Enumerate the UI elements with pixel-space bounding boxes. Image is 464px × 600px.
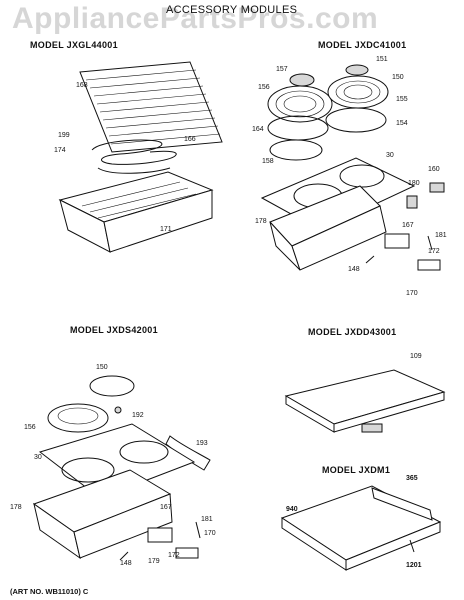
grill-grate [79, 61, 223, 153]
callout-148-disk: 148 [120, 560, 132, 567]
callout-178-disk: 178 [10, 504, 22, 511]
callout-150: 150 [392, 74, 404, 81]
coil-module-drawing [260, 64, 445, 271]
callout-155: 155 [396, 96, 408, 103]
callout-193: 193 [196, 440, 208, 447]
callout-109: 109 [410, 353, 422, 360]
callout-199: 199 [58, 132, 70, 139]
callout-171: 171 [160, 226, 172, 233]
model-label-grill: MODEL JXGL44001 [30, 40, 118, 50]
callout-151: 151 [376, 56, 388, 63]
callout-148-coil: 148 [348, 266, 360, 273]
callout-178-coil: 178 [255, 218, 267, 225]
callout-154: 154 [396, 120, 408, 127]
callout-167-coil: 167 [402, 222, 414, 229]
callout-170-coil: 170 [406, 290, 418, 297]
callout-940: 940 [286, 506, 298, 513]
callout-150-disk: 150 [96, 364, 108, 371]
watermark-text: AppliancePartsPros.com [12, 2, 379, 35]
page-title: ACCESSORY MODULES [166, 4, 298, 16]
model-label-cover: MODEL JXDM1 [322, 465, 391, 475]
callout-170-disk: 170 [204, 530, 216, 537]
callout-192: 192 [132, 412, 144, 419]
callout-181-coil: 181 [435, 232, 447, 239]
callout-166: 166 [184, 136, 196, 143]
callout-172-coil: 172 [428, 248, 440, 255]
callout-160: 160 [428, 166, 440, 173]
grill-module-drawing [58, 61, 223, 253]
callout-365: 365 [406, 475, 418, 482]
callout-180: 180 [408, 180, 420, 187]
callout-157: 157 [276, 66, 288, 73]
callout-158: 158 [262, 158, 274, 165]
callout-1201: 1201 [406, 562, 422, 569]
art-number: (ART NO. WB11010) C [10, 587, 89, 596]
callout-156-disk: 156 [24, 424, 36, 431]
cover-module-drawing [280, 485, 442, 571]
callout-174: 174 [54, 147, 66, 154]
callout-30-disk: 30 [34, 454, 42, 461]
model-label-griddle: MODEL JXDD43001 [308, 327, 397, 337]
solid-disk-module-drawing [32, 375, 211, 561]
grill-heating-element [91, 139, 177, 174]
callout-179: 179 [148, 558, 160, 565]
model-label-coil: MODEL JXDC41001 [318, 40, 407, 50]
model-label-disk: MODEL JXDS42001 [70, 325, 158, 335]
callout-168: 168 [76, 82, 88, 89]
griddle-module-drawing [284, 369, 446, 433]
callout-172-disk: 172 [168, 552, 180, 559]
callout-156: 156 [258, 84, 270, 91]
callout-167-disk: 167 [160, 504, 172, 511]
callout-164: 164 [252, 126, 264, 133]
callout-30-coil: 30 [386, 152, 394, 159]
callout-181-disk: 181 [201, 516, 213, 523]
